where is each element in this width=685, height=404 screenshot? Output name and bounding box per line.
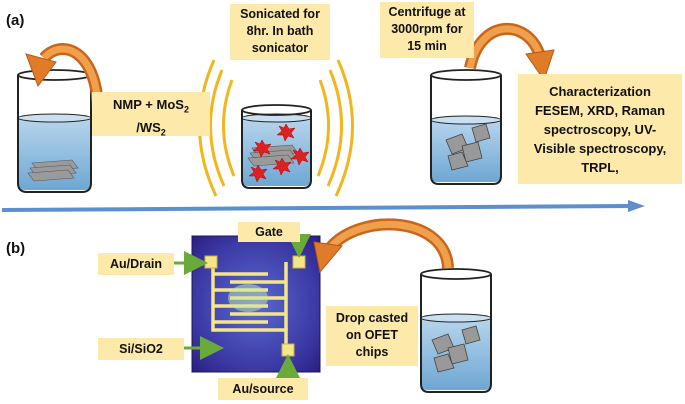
panel-label-a: (a) [6, 12, 25, 29]
centrifuge-line-3: 15 min [407, 39, 447, 53]
drop-cast-line-1: Drop casted [335, 311, 409, 325]
mixture-text: NMP + MoS [113, 97, 184, 112]
characterization-line-5: TRPL, [581, 160, 619, 175]
sonication-line-1: Sonicated for [240, 7, 320, 21]
substrate-label: Si/SiO2 [98, 338, 184, 360]
gate-label: Gate [238, 222, 300, 242]
beaker-sonicator [241, 104, 312, 189]
powder-flakes [27, 159, 79, 182]
mixture-label: NMP + MoS2 /WS2 [92, 92, 210, 138]
panel-label-b: (b) [6, 240, 26, 257]
centrifuge-label: Centrifuge at 3000rpm for 15 min [380, 2, 474, 58]
beaker-drop-cast [420, 268, 492, 393]
drop-cast-line-2: on OFET [345, 328, 399, 342]
sediment-flakes [445, 123, 491, 171]
beaker-mixture [17, 69, 92, 193]
characterization-line-2: FESEM, XRD, Raman [534, 103, 666, 118]
mos2-subscript: 2 [183, 104, 189, 115]
drop-cast-label: Drop casted on OFET chips [326, 306, 418, 366]
drain-label: Au/Drain [98, 253, 174, 275]
pointer-arrows [172, 234, 311, 378]
source-pad [281, 343, 295, 357]
drain-pad [204, 255, 218, 269]
source-label: Au/source [218, 378, 308, 400]
curved-arrow-3 [313, 218, 454, 274]
sonication-line-2: 8hr. In bath [246, 24, 314, 38]
ws2-subscript: 2 [160, 127, 166, 138]
centrifuge-line-2: 3000rpm for [391, 22, 463, 36]
drop-cast-line-3: chips [355, 345, 389, 359]
ws-text: /WS [136, 119, 161, 135]
characterization-line-1: Characterization [549, 84, 651, 99]
characterization-line-4: Visible spectroscopy, [533, 141, 667, 156]
characterization-label: Characterization FESEM, XRD, Raman spect… [518, 74, 682, 184]
sonication-line-3: sonicator [251, 41, 309, 55]
particle-bursts [248, 123, 310, 183]
gate-pad [292, 255, 306, 269]
beaker-centrifuged [430, 69, 502, 185]
centrifuge-line-1: Centrifuge at [388, 5, 466, 19]
process-arrow [1, 200, 645, 212]
ofet-chip [191, 235, 321, 373]
curved-arrow-1 [25, 43, 104, 109]
characterization-line-3: spectroscopy, UV- [543, 122, 657, 137]
sonication-label: Sonicated for 8hr. In bath sonicator [230, 4, 330, 60]
curved-arrow-2 [464, 23, 555, 82]
